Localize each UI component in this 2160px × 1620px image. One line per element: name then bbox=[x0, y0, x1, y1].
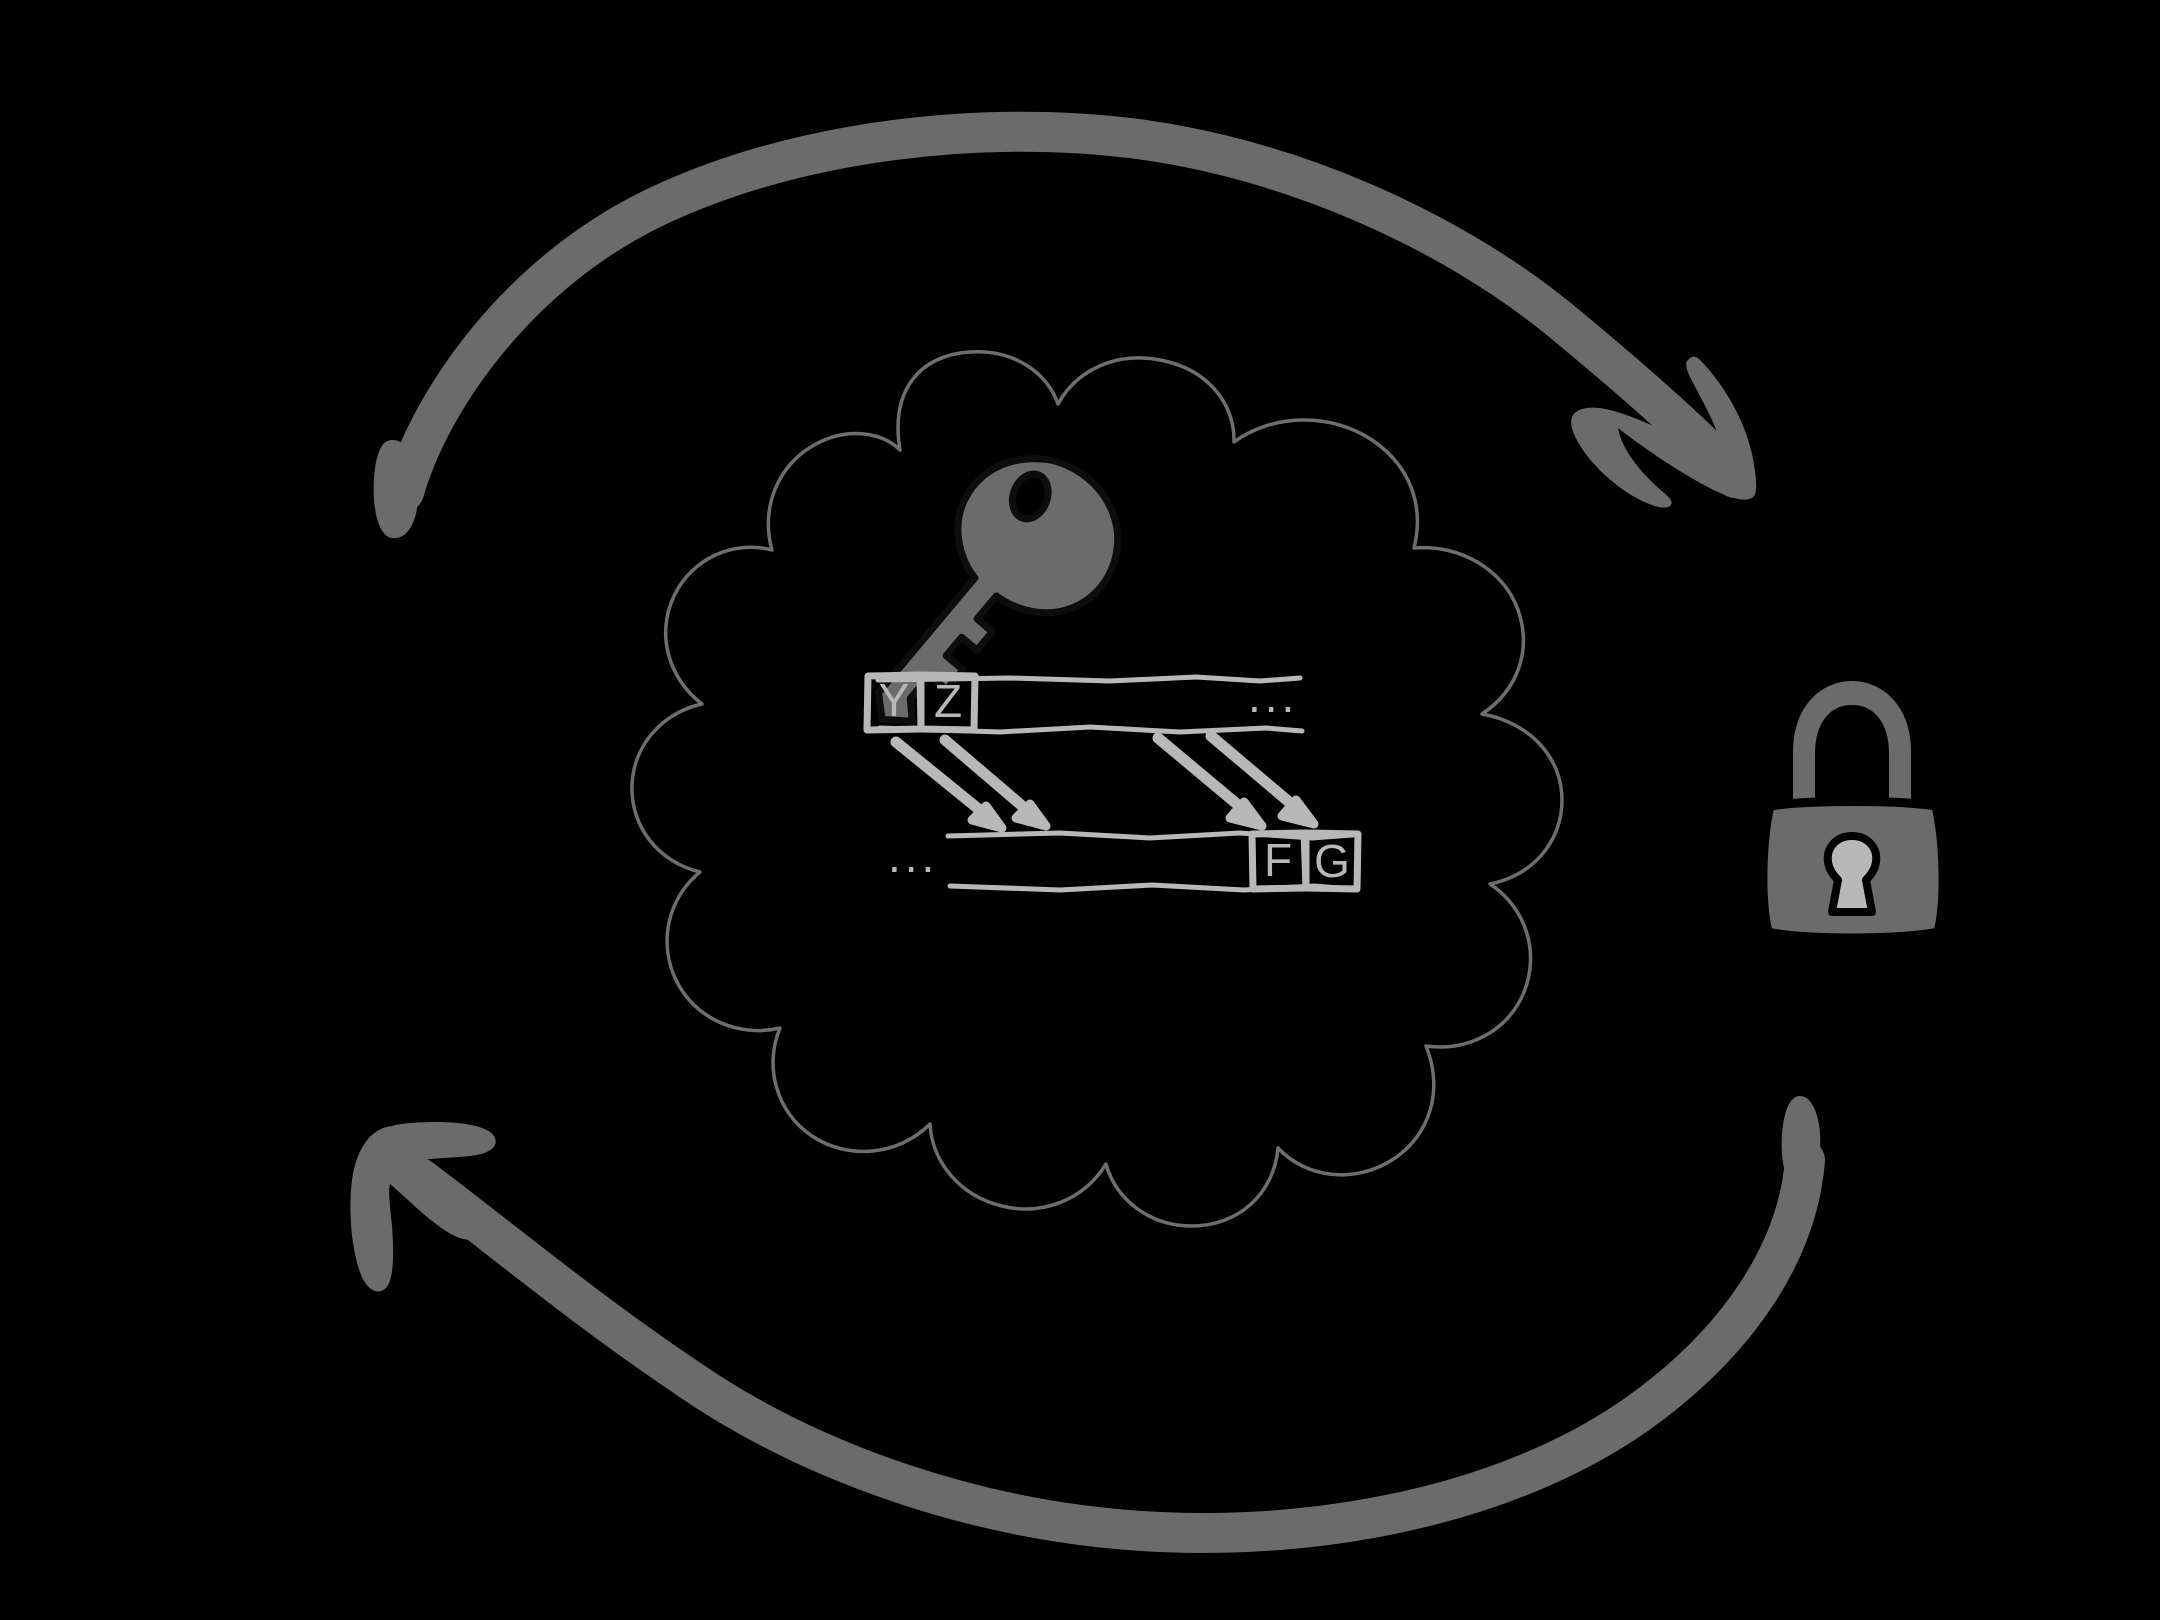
bottom-row-ellipsis: ... bbox=[888, 830, 938, 882]
mapping-arrows bbox=[890, 730, 1319, 833]
key-icon bbox=[874, 455, 1122, 725]
top-row-ellipsis: ... bbox=[1248, 670, 1298, 722]
cell-label-z: Z bbox=[934, 675, 962, 727]
table-top-row: Y Z ... bbox=[863, 670, 1305, 735]
top-arrow-right bbox=[373, 111, 1757, 539]
cell-label-y: Y bbox=[879, 674, 910, 726]
cell-label-g: G bbox=[1314, 835, 1350, 887]
cell-label-f: F bbox=[1264, 834, 1292, 886]
mapping-arrow-1 bbox=[890, 736, 1007, 833]
table-bottom-row: ... F G bbox=[888, 829, 1362, 893]
mapping-arrow-2 bbox=[939, 734, 1051, 831]
mapping-table: Y Z ... ... F bbox=[863, 670, 1362, 893]
cloud-boundary bbox=[630, 350, 1564, 1228]
table-cell-z: Z bbox=[917, 671, 979, 734]
mapping-arrow-4 bbox=[1205, 730, 1319, 829]
mapping-arrow-3 bbox=[1152, 732, 1267, 831]
table-cell-g: G bbox=[1302, 829, 1362, 893]
bottom-arrow-left bbox=[350, 1096, 1825, 1553]
padlock-icon bbox=[1758, 675, 1948, 943]
